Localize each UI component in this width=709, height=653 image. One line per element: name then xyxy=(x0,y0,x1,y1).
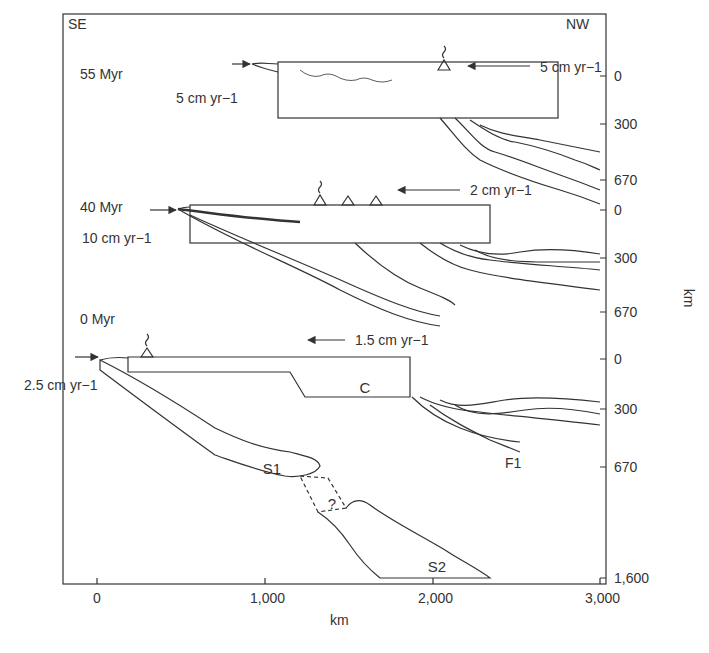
slab-region-label: S1 xyxy=(255,458,289,478)
axis-tick: 1,600 xyxy=(614,570,649,586)
axis-tick: 0 xyxy=(93,590,101,606)
rate-label: 1.5 cm yr−1 xyxy=(355,332,429,348)
axis-tick: 670 xyxy=(614,304,637,320)
rate-label: 10 cm yr−1 xyxy=(82,230,152,246)
axis-tick: 2,000 xyxy=(418,590,453,606)
axis-tick: 0 xyxy=(614,351,622,367)
slab-region-label: S2 xyxy=(420,556,454,576)
axis-tick: 300 xyxy=(614,401,637,417)
time-label: 55 Myr xyxy=(80,66,123,82)
axis-title: km xyxy=(330,612,349,628)
axis-title: km xyxy=(681,289,697,308)
rate-label: 2 cm yr−1 xyxy=(470,182,532,198)
region-text: S2 xyxy=(428,558,446,575)
axis-tick: 3,000 xyxy=(585,590,620,606)
slab-label: F1 xyxy=(505,455,521,471)
label-direction: NW xyxy=(566,16,589,32)
axis-tick: 670 xyxy=(614,459,637,475)
region-text: ? xyxy=(328,495,336,512)
region-text: C xyxy=(360,379,371,396)
axis-tick: 300 xyxy=(614,250,637,266)
rate-label: 5 cm yr−1 xyxy=(176,90,238,106)
time-label: 40 Myr xyxy=(80,199,123,215)
axis-tick: 1,000 xyxy=(250,590,285,606)
slab-region-label: C xyxy=(350,377,380,397)
region-text: S1 xyxy=(263,460,281,477)
axis-tick: 300 xyxy=(614,116,637,132)
label-direction: SE xyxy=(68,16,87,32)
axis-tick: 0 xyxy=(614,202,622,218)
axis-tick: 670 xyxy=(614,172,637,188)
time-label: 0 Myr xyxy=(80,311,115,327)
axis-tick: 0 xyxy=(614,68,622,84)
rate-label: 5 cm yr−1 xyxy=(540,59,602,75)
rate-label: 2.5 cm yr−1 xyxy=(24,377,98,393)
slab-region-label: ? xyxy=(324,494,340,513)
